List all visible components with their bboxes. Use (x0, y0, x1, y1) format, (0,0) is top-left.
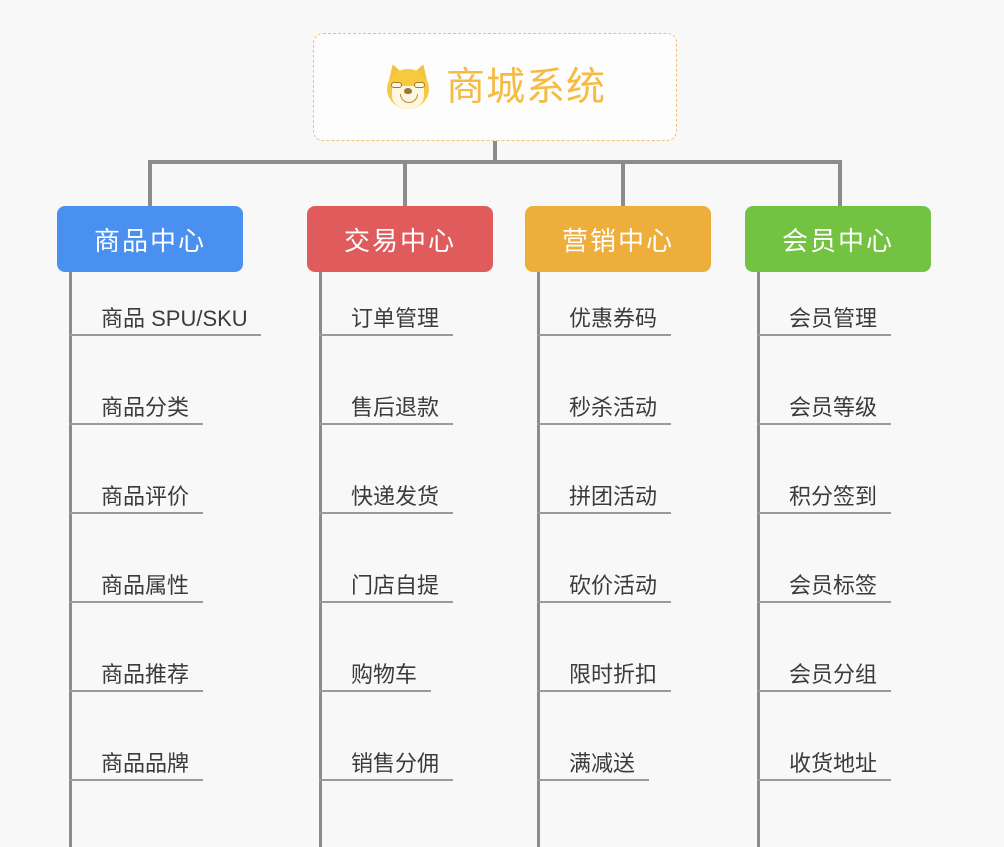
leaf-label: 砍价活动 (569, 573, 658, 598)
leaf-label: 商品 SPU/SKU (101, 306, 248, 331)
branch-4: 会员中心会员管理会员等级积分签到会员标签会员分组收货地址 (745, 206, 931, 847)
leaf-underline (69, 690, 203, 692)
leaf-underline (757, 334, 891, 336)
leaf-underline (757, 779, 891, 781)
leaf-underline (69, 779, 203, 781)
leaf-label: 商品推荐 (101, 662, 190, 687)
shiba-inu-dog-icon (384, 61, 432, 111)
connector-bus (148, 160, 840, 164)
leaf-underline (69, 601, 203, 603)
leaf-underline (69, 512, 203, 514)
branch-header-1[interactable]: 商品中心 (57, 206, 243, 272)
connector-root-stem (493, 141, 497, 162)
leaf-label: 会员标签 (789, 573, 878, 598)
branch-header-2[interactable]: 交易中心 (307, 206, 493, 272)
connector-drop-1 (148, 160, 152, 206)
branch-header-3[interactable]: 营销中心 (525, 206, 711, 272)
leaf-underline (69, 334, 261, 336)
connector-drop-2 (403, 160, 407, 206)
leaf-underline (537, 779, 649, 781)
leaf-underline (757, 601, 891, 603)
branch-spine-1 (69, 272, 72, 847)
leaf-label: 满减送 (569, 751, 636, 776)
branch-spine-4 (757, 272, 760, 847)
leaf-underline (537, 423, 671, 425)
leaf-label: 销售分佣 (351, 751, 440, 776)
leaf-label: 秒杀活动 (569, 395, 658, 420)
leaf-underline (757, 423, 891, 425)
connector-drop-4 (838, 160, 842, 206)
leaf-label: 售后退款 (351, 395, 440, 420)
branch-3: 营销中心优惠券码秒杀活动拼团活动砍价活动限时折扣满减送 (525, 206, 711, 847)
leaf-label: 购物车 (351, 662, 418, 687)
leaf-label: 会员管理 (789, 306, 878, 331)
leaf-underline (537, 334, 671, 336)
leaf-label: 门店自提 (351, 573, 440, 598)
leaf-underline (69, 423, 203, 425)
leaf-label: 快递发货 (351, 484, 440, 509)
leaf-underline (319, 779, 453, 781)
leaf-label: 商品评价 (101, 484, 190, 509)
root-node[interactable]: 商城系统 (313, 33, 677, 141)
leaf-label: 商品属性 (101, 573, 190, 598)
leaf-label: 商品品牌 (101, 751, 190, 776)
branch-2: 交易中心订单管理售后退款快递发货门店自提购物车销售分佣 (307, 206, 493, 847)
leaf-underline (319, 601, 453, 603)
leaf-label: 会员分组 (789, 662, 878, 687)
leaf-underline (537, 690, 671, 692)
leaf-label: 优惠券码 (569, 306, 658, 331)
leaf-label: 拼团活动 (569, 484, 658, 509)
branch-1: 商品中心商品 SPU/SKU 商品分类商品评价商品属性商品推荐商品品牌 (57, 206, 261, 847)
leaf-label: 商品分类 (101, 395, 190, 420)
leaf-underline (537, 601, 671, 603)
leaf-label: 积分签到 (789, 484, 878, 509)
leaf-underline (319, 690, 431, 692)
branch-spine-3 (537, 272, 540, 847)
leaf-label: 限时折扣 (569, 662, 658, 687)
leaf-underline (537, 512, 671, 514)
leaf-underline (757, 690, 891, 692)
branch-header-4[interactable]: 会员中心 (745, 206, 931, 272)
leaf-label: 收货地址 (789, 751, 878, 776)
leaf-label: 订单管理 (351, 306, 440, 331)
leaf-underline (757, 512, 891, 514)
connector-drop-3 (621, 160, 625, 206)
leaf-underline (319, 423, 453, 425)
leaf-underline (319, 512, 453, 514)
branch-spine-2 (319, 272, 322, 847)
leaf-underline (319, 334, 453, 336)
root-title: 商城系统 (445, 65, 606, 109)
leaf-label: 会员等级 (789, 395, 878, 420)
